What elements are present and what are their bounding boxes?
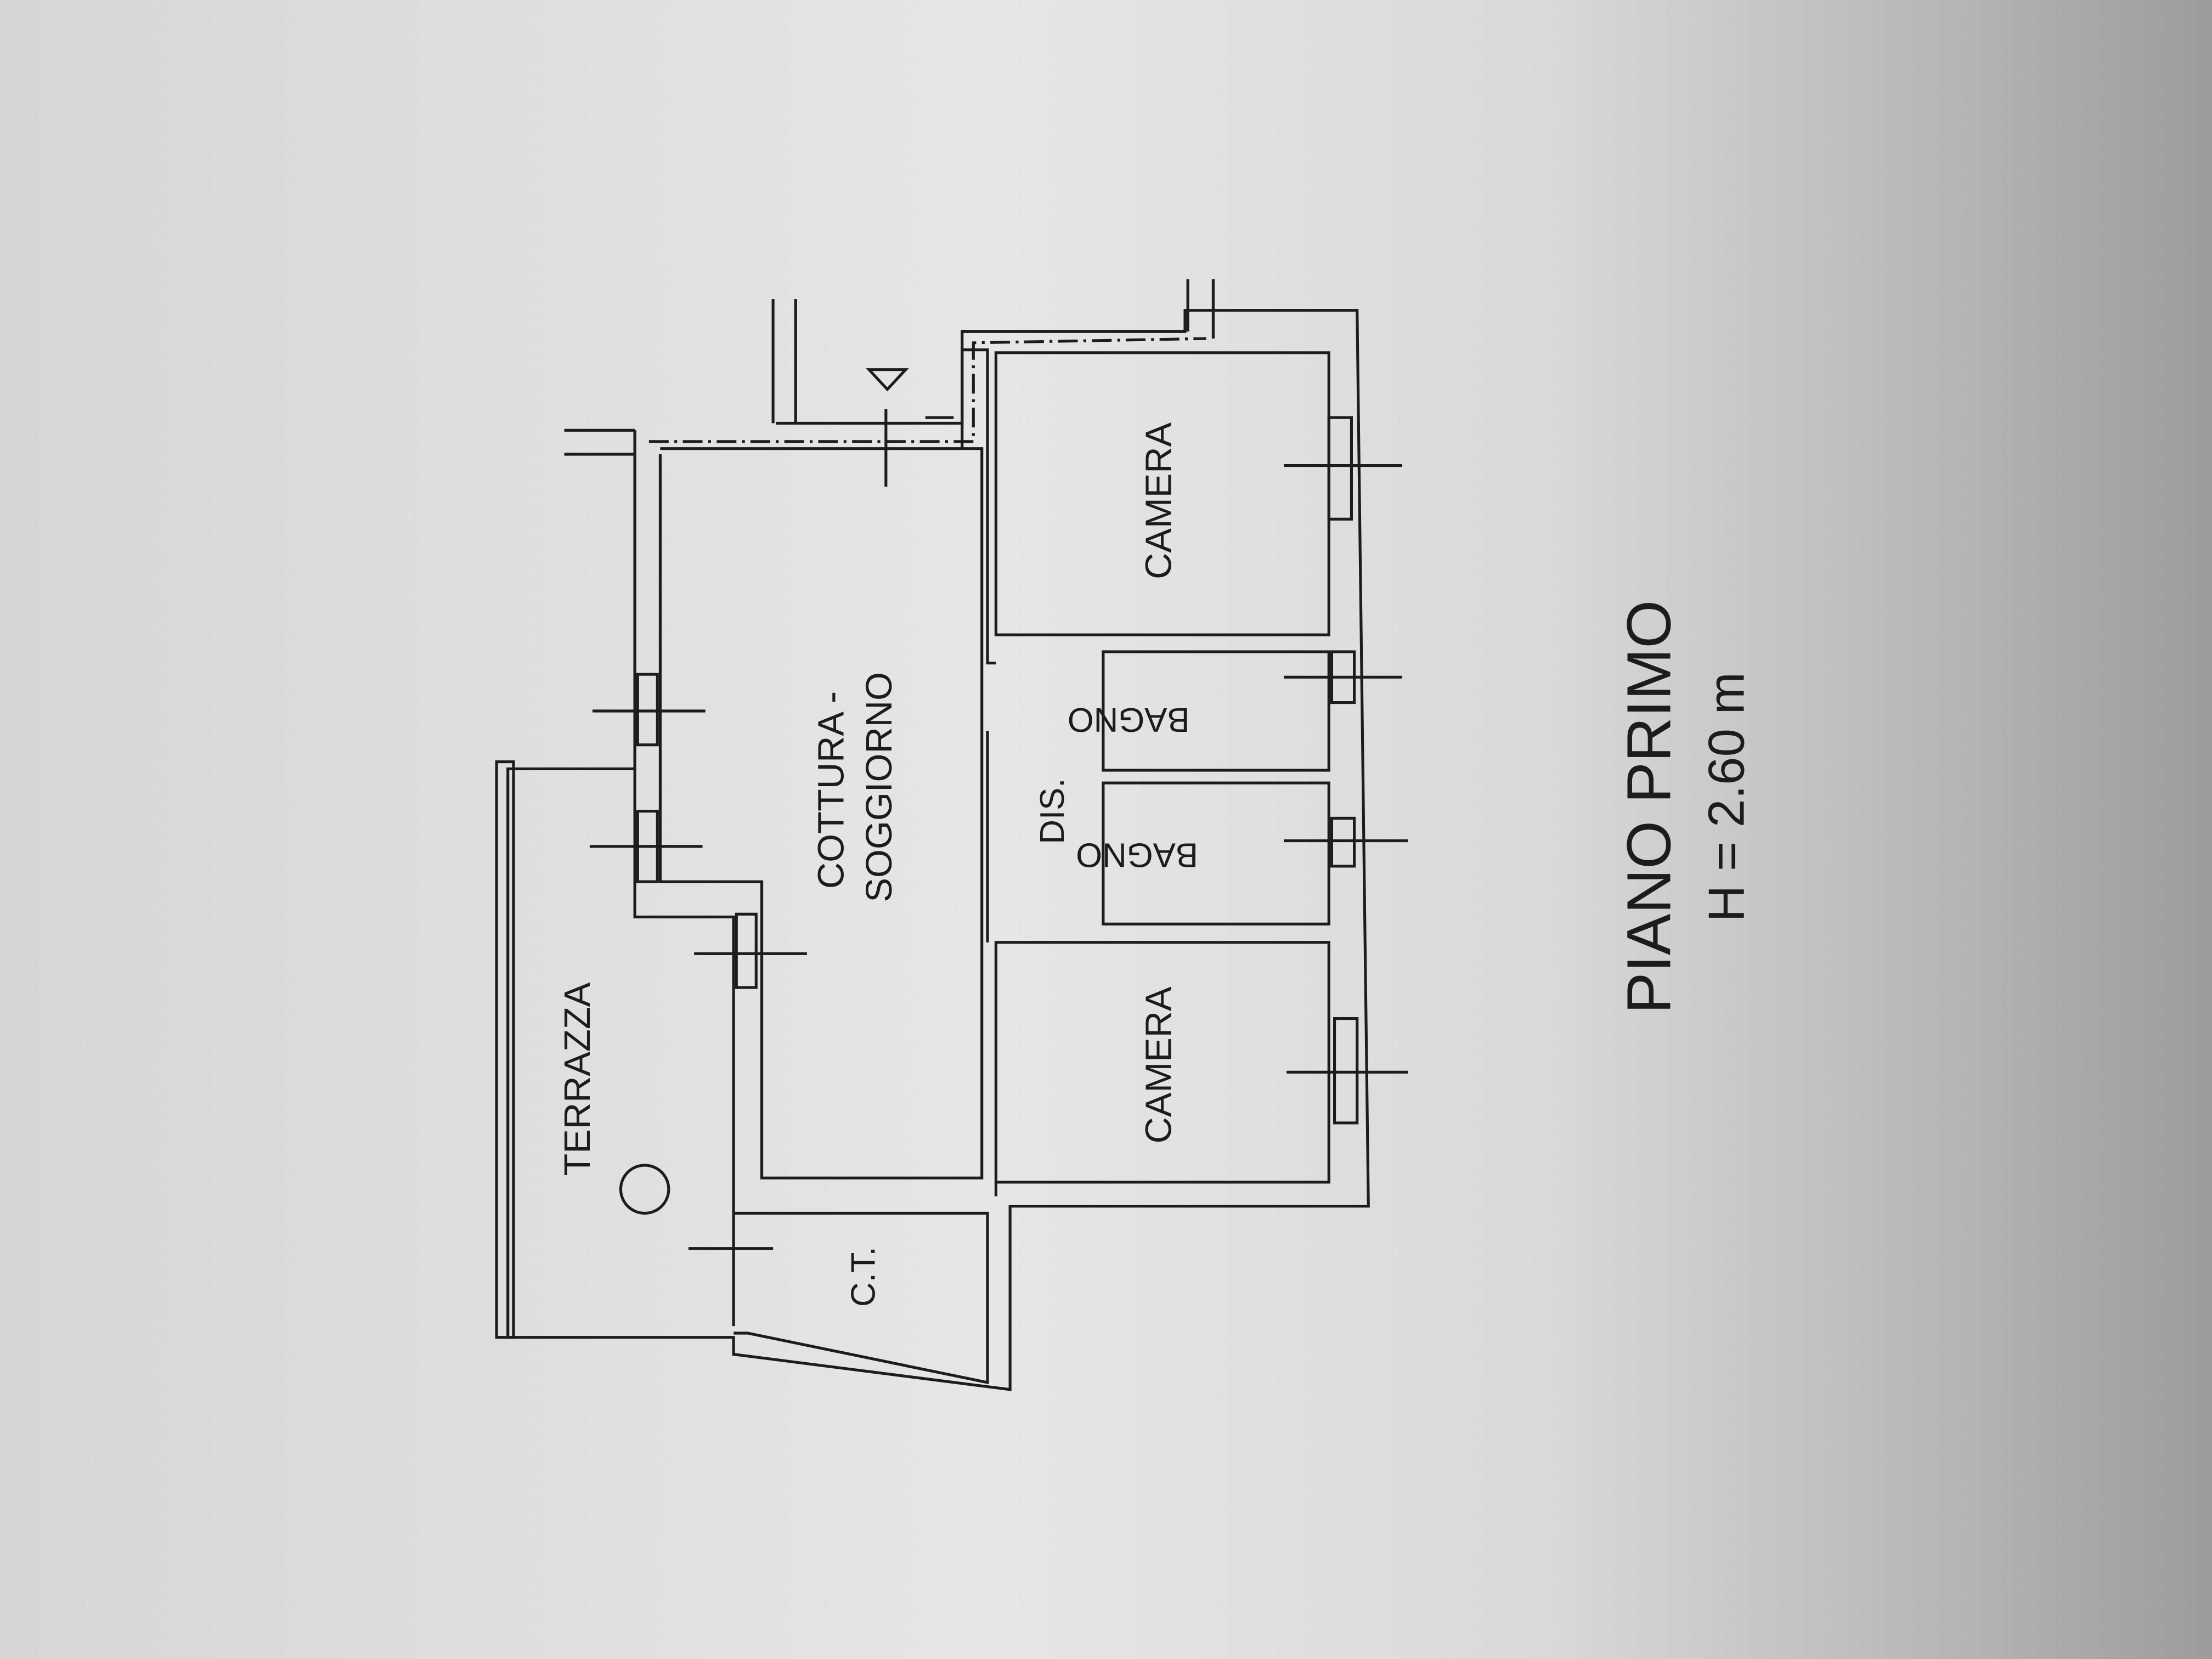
label-dis: DIS. [1034, 778, 1071, 844]
bagno-1-room [1102, 650, 1330, 772]
label-camera-top: CAMERA [1138, 422, 1179, 579]
window-frame [636, 810, 659, 883]
terrazza-outline [495, 760, 515, 1339]
camera-bottom-room [994, 941, 1330, 1184]
window-frame [1333, 1017, 1359, 1125]
window-frame [636, 673, 659, 747]
label-bagno-1: BAGNO [1068, 701, 1190, 738]
label-cottura: COTTURA - [811, 691, 852, 889]
window-frame [1330, 816, 1356, 868]
label-terrazza: TERRAZZA [557, 982, 598, 1176]
ct-room-walls [733, 1211, 989, 1385]
window-frame [1330, 650, 1356, 704]
wall-axis-line [648, 337, 1206, 443]
bagno-2-room [1102, 781, 1330, 926]
label-bagno-2: BAGNO [1076, 836, 1198, 874]
label-camera-bottom: CAMERA [1138, 986, 1179, 1143]
wall-line-3 [961, 348, 996, 665]
window-frame [1327, 416, 1353, 521]
floor-plan-drawing [495, 279, 1408, 1391]
entrance-arrow-icon [866, 368, 909, 392]
outer-wall-inner [658, 447, 984, 1180]
label-soggiorno: SOGGIORNO [859, 672, 900, 902]
sheet-height-note: H = 2.60 m [1697, 672, 1754, 922]
room-labels: CAMERA CAMERA COTTURA - SOGGIORNO DIS. B… [557, 422, 1198, 1307]
label-ct: C.T. [844, 1246, 882, 1307]
wall-line-2 [633, 430, 735, 1327]
window-frame [735, 912, 758, 989]
sheet-title: PIANO PRIMO [1615, 600, 1684, 1014]
sheet-title-block: PIANO PRIMO H = 2.60 m [1615, 600, 1755, 1014]
terrazza-drain [619, 1164, 670, 1215]
